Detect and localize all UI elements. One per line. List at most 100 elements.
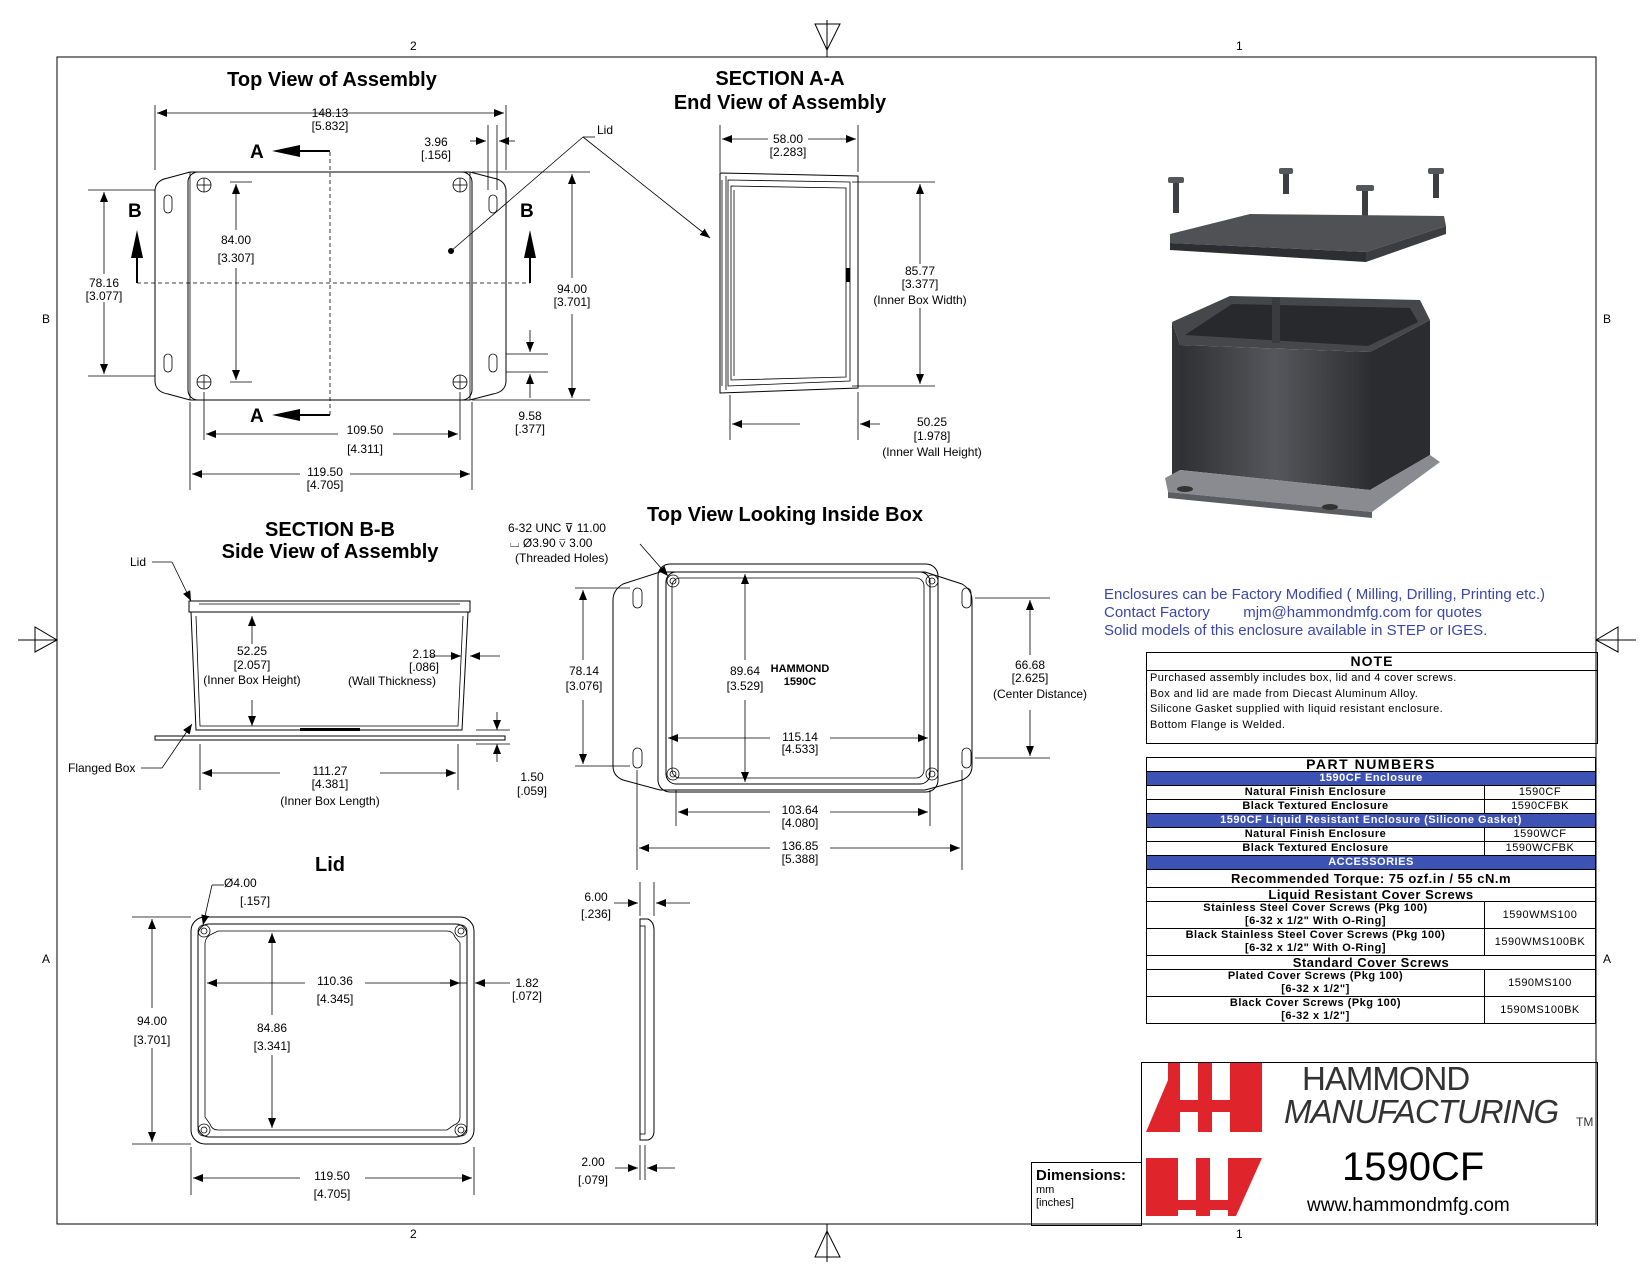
top-dim-width-mm: 148.13: [312, 106, 349, 120]
bb-dim-flange-in: [.059]: [517, 784, 547, 798]
part-number: 1590MS100BK: [1484, 996, 1596, 1024]
zone-left-lower: A: [42, 952, 50, 966]
section-aa-title: SECTION A-A: [715, 68, 844, 90]
centering-marks: [18, 20, 1636, 1262]
dimensions-heading: Dimensions:: [1036, 1167, 1127, 1184]
part-number-title: 1590CF: [1342, 1145, 1485, 1189]
part-desc: Plated Cover Screws (Pkg 100)[6-32 x 1/2…: [1146, 969, 1485, 997]
bb-dim-wall-mm: 2.18: [412, 647, 436, 661]
lid-dim-hole-mm: Ø4.00: [224, 876, 257, 890]
top-dim-body-mm: 119.50: [307, 465, 343, 479]
bb-flange-label: Flanged Box: [68, 761, 135, 775]
aa-dim-width-in: [3.377]: [902, 277, 939, 291]
part-number: 1590CFBK: [1484, 799, 1596, 814]
note-line: Bottom Flange is Welded.: [1150, 718, 1286, 731]
aa-dim-top-in: [2.283]: [770, 145, 807, 159]
part-desc-line: [6-32 x 1/2" With O-Ring]: [1244, 942, 1387, 954]
top-dim-edge-mm: 3.96: [424, 135, 448, 149]
section-b-label-left: B: [128, 201, 142, 222]
part-desc-line: Stainless Steel Cover Screws (Pkg 100): [1203, 902, 1428, 914]
zone-right-upper: B: [1603, 312, 1611, 326]
aa-dim-wall-mm: 50.25: [917, 415, 947, 429]
title-block: HAMMOND MANUFACTURING TM 1590CF www.hamm…: [1141, 1060, 1598, 1226]
bb-dim-wall-note: (Wall Thickness): [348, 674, 436, 688]
lid-callout-label: Lid: [597, 123, 613, 137]
lid-dimensions: [132, 882, 690, 1195]
inside-brand-1: HAMMOND: [771, 663, 830, 675]
lid-dim-w-in: [4.345]: [317, 992, 354, 1006]
part-number: 1590MS100: [1484, 969, 1596, 997]
inside-dim-w2-in: [4.080]: [782, 816, 819, 830]
top-dim-inner-mm: 84.00: [221, 233, 251, 247]
lid-dim-w-mm: 110.36: [317, 974, 353, 988]
aa-dim-top-mm: 58.00: [773, 132, 803, 146]
group-header: 1590CF Liquid Resistant Enclosure (Silic…: [1146, 813, 1596, 828]
inside-dim-left-in: [3.076]: [566, 679, 603, 693]
inside-view-outline: [612, 543, 973, 793]
top-dim-left-in: [3.077]: [86, 289, 123, 303]
inside-dim-w1-in: [4.533]: [782, 742, 819, 756]
part-number: 1590WCFBK: [1484, 841, 1596, 856]
inside-dim-w2-mm: 103.64: [782, 803, 819, 817]
part-desc-line: Plated Cover Screws (Pkg 100): [1227, 970, 1404, 982]
lid-dim-height-in: [3.701]: [134, 1033, 171, 1047]
website: www.hammondmfg.com: [1307, 1195, 1510, 1216]
enclosure-3d-render: [1165, 168, 1446, 518]
lid-leaders: [450, 136, 711, 252]
top-dim-width-in: [5.832]: [312, 119, 349, 133]
top-view-dimensions: [88, 105, 590, 490]
lid-dim-lip-mm: 2.00: [581, 1155, 605, 1169]
part-desc-line: [6-32 x 1/2"]: [1281, 1010, 1350, 1022]
part-desc-line: Black Stainless Steel Cover Screws (Pkg …: [1185, 929, 1446, 941]
section-bb-subtitle: Side View of Assembly: [222, 541, 440, 563]
inside-brand-2: 1590C: [784, 676, 816, 688]
inside-dim-center-in: [2.625]: [1012, 671, 1049, 685]
inside-dim-w3-mm: 136.85: [782, 839, 819, 853]
part-number: 1590CF: [1484, 785, 1596, 800]
part-desc: Black Textured Enclosure: [1146, 841, 1485, 856]
top-dim-height-mm: 94.00: [557, 282, 587, 296]
inside-dim-w1-mm: 115.14: [782, 730, 818, 744]
inside-dim-center-note: (Center Distance): [993, 687, 1087, 701]
aa-dim-wall-note: (Inner Wall Height): [882, 445, 982, 459]
subgroup-header: Liquid Resistant Cover Screws: [1146, 887, 1596, 902]
zone-bottom-left: 2: [410, 1227, 417, 1241]
part-desc: Black Cover Screws (Pkg 100)[6-32 x 1/2"…: [1146, 996, 1485, 1024]
top-dim-height-in: [3.701]: [554, 295, 591, 309]
part-numbers-heading: PART NUMBERS: [1146, 757, 1596, 772]
section-bb-dimensions: [199, 616, 510, 790]
part-numbers-table: PART NUMBERS 1590CF Enclosure Natural Fi…: [1146, 757, 1596, 1024]
section-bb-profile: [154, 600, 506, 741]
part-number: 1590WMS100: [1484, 901, 1596, 929]
group-header: 1590CF Enclosure: [1146, 771, 1596, 786]
top-dim-holes-in: [4.311]: [347, 442, 383, 456]
part-number: 1590WCF: [1484, 827, 1596, 842]
aa-dim-width-mm: 85.77: [905, 264, 935, 278]
section-a-label-top: A: [250, 142, 264, 163]
part-desc: Natural Finish Enclosure: [1146, 827, 1485, 842]
bb-dim-len-in: [4.381]: [312, 777, 349, 791]
inside-view-title: Top View Looking Inside Box: [647, 504, 923, 526]
zone-bottom-right: 1: [1236, 1227, 1243, 1241]
lid-side-profile: [639, 918, 655, 1141]
aa-dim-wall-in: [1.978]: [914, 429, 951, 443]
top-view-title: Top View of Assembly: [227, 69, 438, 91]
bb-dim-len-mm: 111.27: [313, 764, 348, 778]
section-aa-profile: [719, 172, 859, 394]
dimensions-unit-in: [inches]: [1036, 1197, 1074, 1209]
section-a-label-bottom: A: [250, 406, 264, 427]
subgroup-header: Standard Cover Screws: [1146, 955, 1596, 970]
section-aa-dimensions: [719, 125, 935, 440]
top-dim-slot-in: [.377]: [515, 422, 545, 436]
section-bb-leaders: [141, 561, 193, 769]
lid-dim-edge-mm: 1.82: [515, 976, 539, 990]
bb-dim-height-note: (Inner Box Height): [203, 673, 300, 687]
top-dim-slot-mm: 9.58: [518, 409, 542, 423]
inside-dim-inner-mm: 89.64: [730, 664, 760, 678]
zone-top-left: 2: [410, 39, 417, 53]
bb-dim-wall-in: [.086]: [409, 660, 439, 674]
note-box: NOTE Purchased assembly includes box, li…: [1146, 652, 1598, 744]
part-desc: Natural Finish Enclosure: [1146, 785, 1485, 800]
inside-thread-spec-1: 6-32 UNC ⊽ 11.00: [508, 521, 606, 535]
top-dim-body-in: [4.705]: [307, 478, 344, 492]
